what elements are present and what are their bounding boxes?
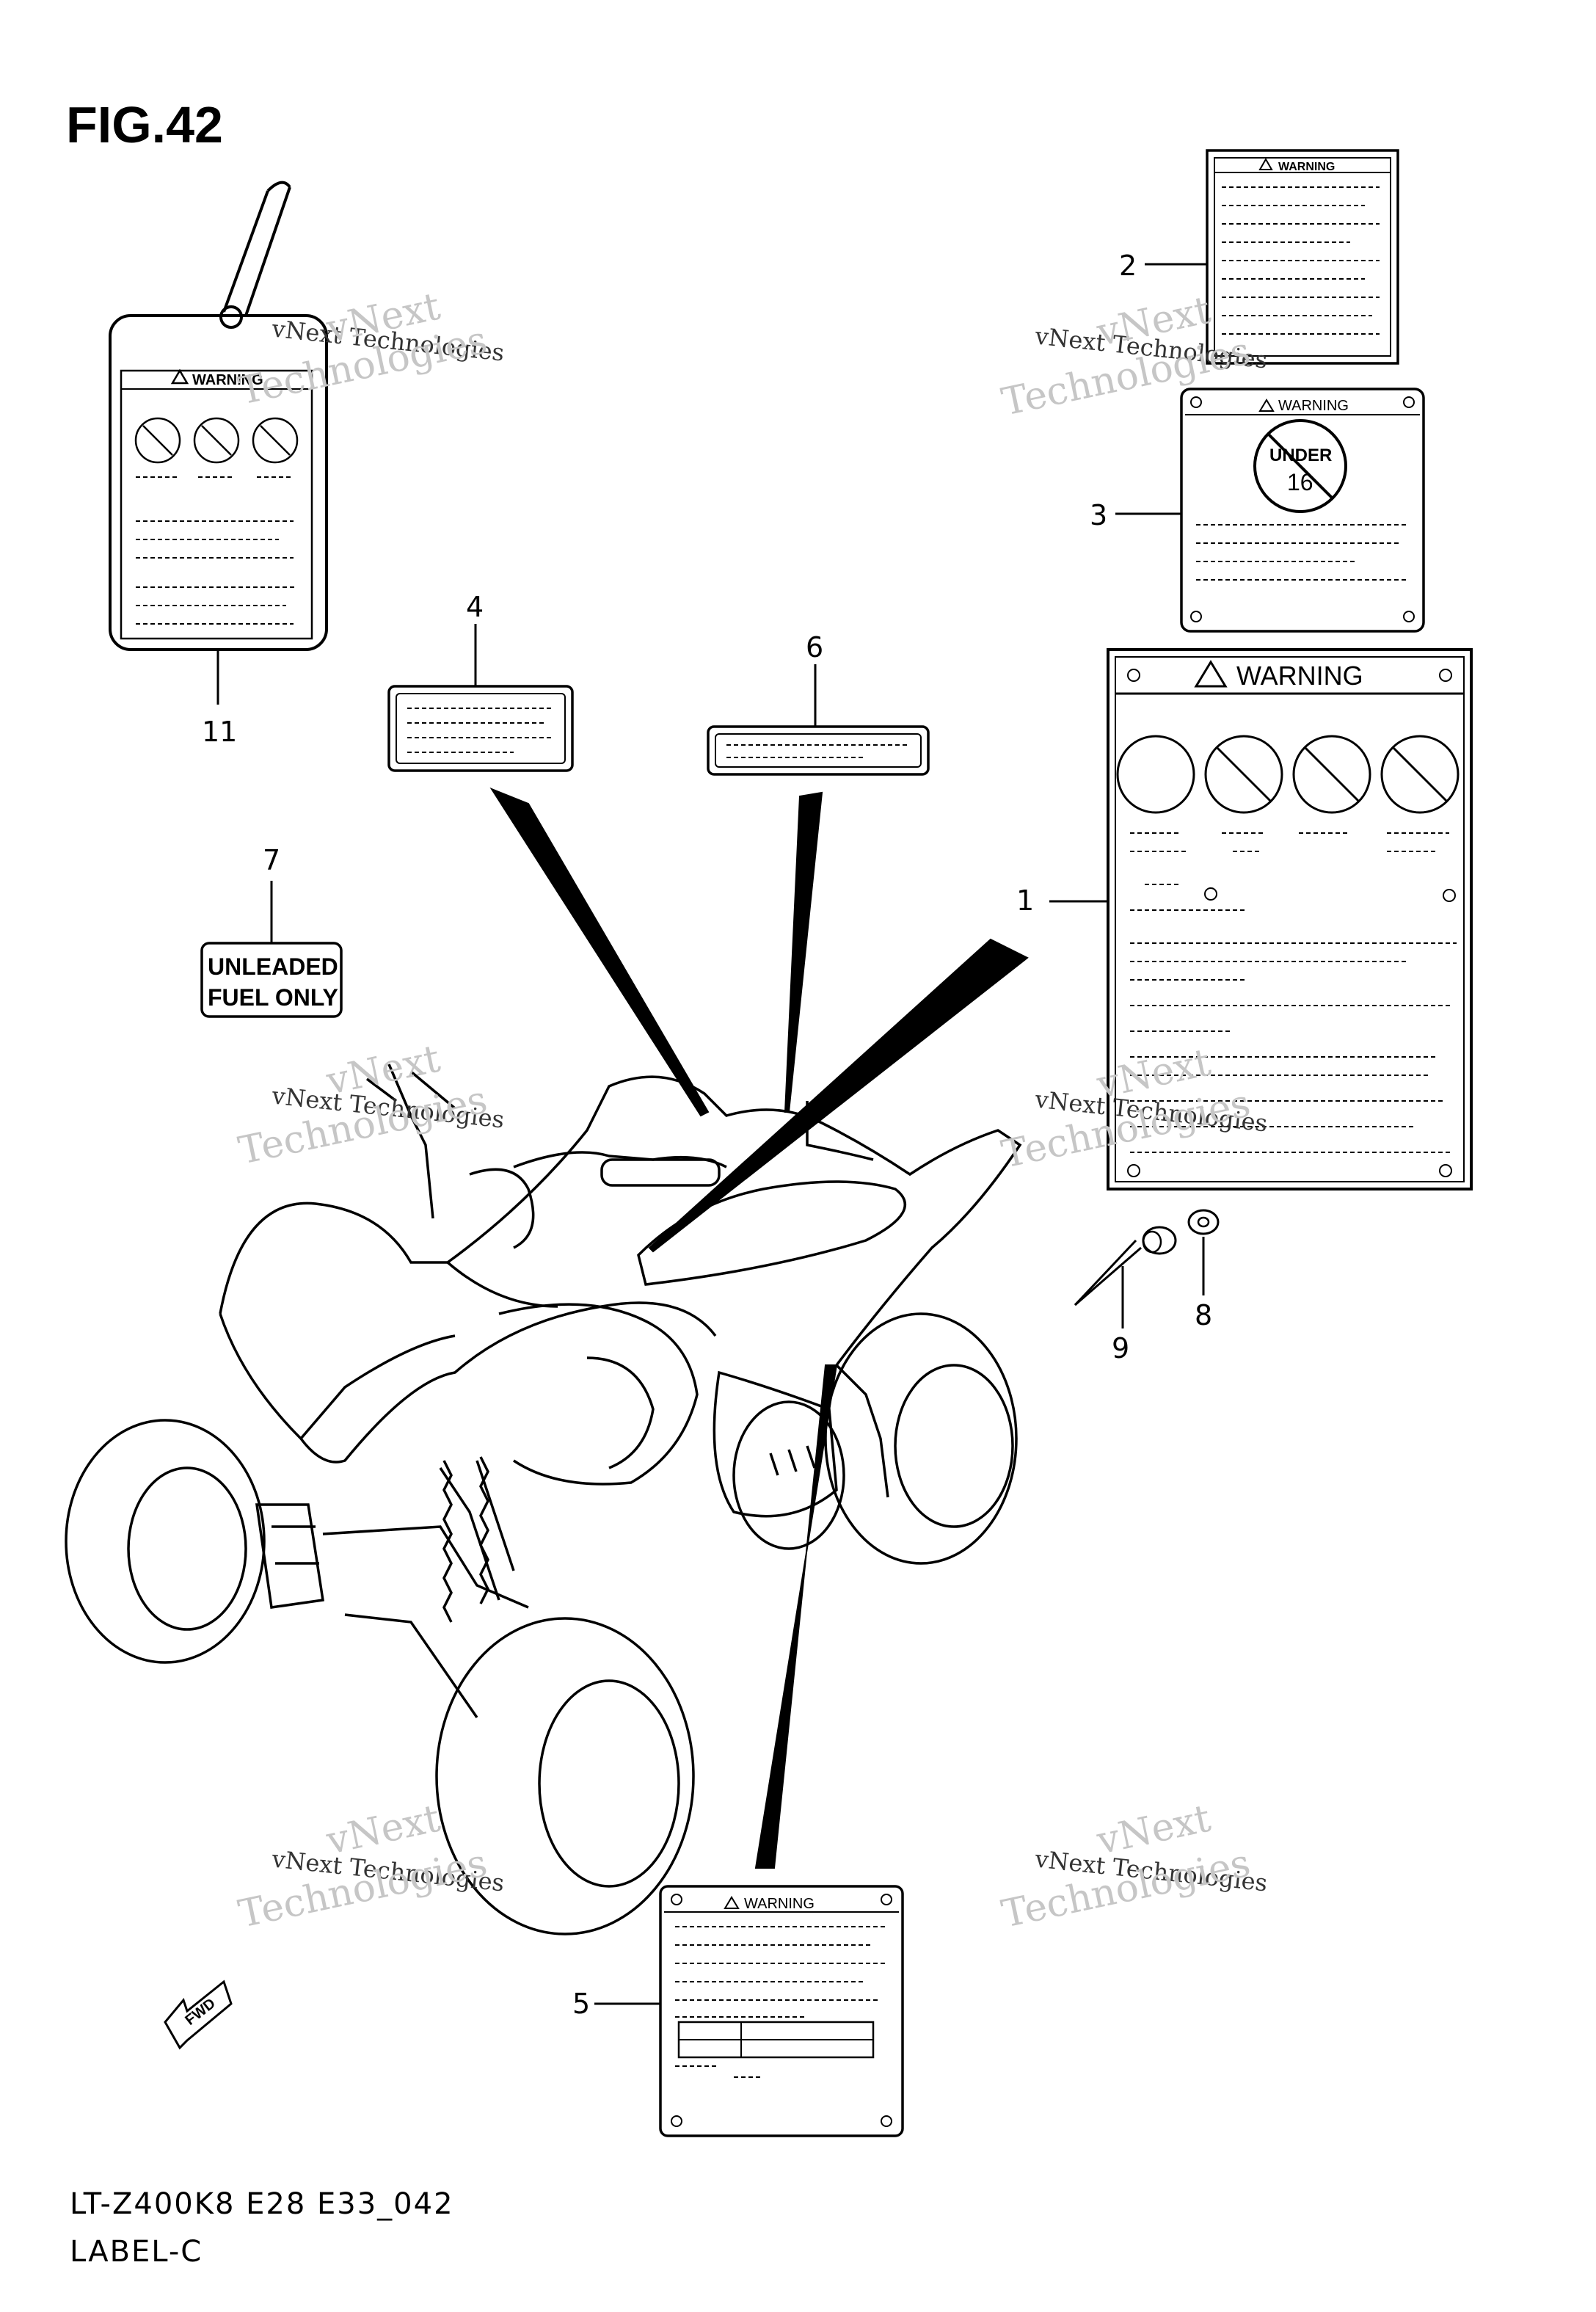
svg-text:FUEL ONLY: FUEL ONLY xyxy=(208,984,338,1011)
callout-7: 7 xyxy=(263,844,281,876)
tag-warning-text: WARNING xyxy=(192,372,263,388)
svg-text:WARNING: WARNING xyxy=(1236,661,1363,691)
atv-illustration xyxy=(65,1064,1022,1935)
warning-label-2: WARNING xyxy=(1145,149,1399,365)
pointer-wedges xyxy=(489,787,1029,1869)
unleaded-fuel-label-7: UNLEADED FUEL ONLY xyxy=(200,881,343,1018)
callout-4: 4 xyxy=(466,591,484,623)
footer-figure-code: LT-Z400K8 E28 E33_042 xyxy=(70,2187,454,2221)
svg-text:WARNING: WARNING xyxy=(744,1896,815,1912)
hang-tag-label-11: WARNING xyxy=(109,181,328,705)
svg-text:UNLEADED: UNLEADED xyxy=(208,953,338,980)
svg-text:WARNING: WARNING xyxy=(1278,398,1349,414)
callout-6: 6 xyxy=(806,631,824,664)
footer-figure-label: LABEL-C xyxy=(70,2235,203,2269)
callout-8: 8 xyxy=(1195,1299,1213,1331)
forward-direction-arrow-icon: FWD xyxy=(164,1980,233,2050)
rivet-9 xyxy=(1074,1226,1177,1328)
callout-3: 3 xyxy=(1090,499,1108,531)
warning-label-1: WARNING xyxy=(1049,648,1473,1190)
callout-1: 1 xyxy=(1016,884,1035,917)
label-6 xyxy=(707,664,930,776)
tag-warning-triangle-icon xyxy=(170,368,189,385)
label-4 xyxy=(387,624,574,772)
callout-5: 5 xyxy=(572,1988,591,2020)
warning-label-5: WARNING xyxy=(594,1885,904,2137)
svg-text:16: 16 xyxy=(1287,469,1313,495)
callout-9: 9 xyxy=(1112,1332,1130,1364)
figure-title: FIG.42 xyxy=(66,96,223,153)
callout-2: 2 xyxy=(1119,250,1137,282)
svg-text:WARNING: WARNING xyxy=(1278,161,1335,173)
warning-label-3: WARNING UNDER 16 xyxy=(1115,388,1425,633)
svg-text:UNDER: UNDER xyxy=(1269,446,1332,465)
callout-11: 11 xyxy=(202,716,238,748)
washer-8 xyxy=(1187,1209,1220,1295)
